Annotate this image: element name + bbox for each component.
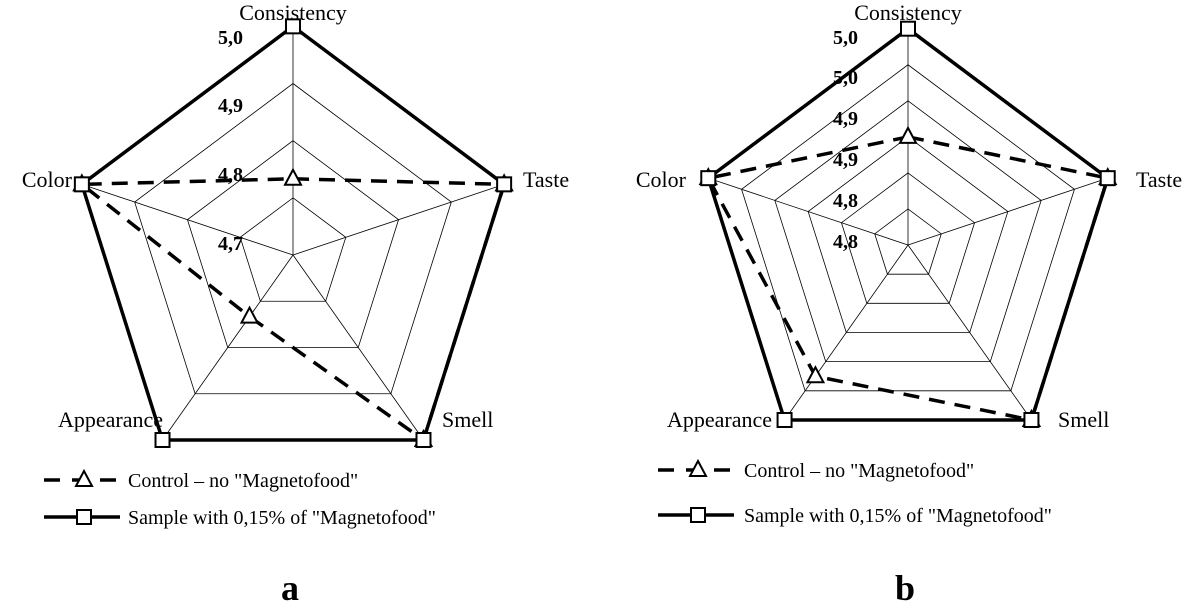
legend-label: Control – no "Magnetofood" bbox=[744, 460, 974, 482]
axis-spoke bbox=[907, 244, 1032, 421]
axis-label-appearance: Appearance bbox=[667, 407, 772, 432]
square-marker bbox=[900, 20, 916, 37]
tick-label: 4,8 bbox=[833, 190, 858, 212]
series-line-control bbox=[76, 177, 507, 443]
tick-label: 4,7 bbox=[218, 233, 243, 255]
grid-ring bbox=[774, 100, 1042, 363]
triangle-marker bbox=[239, 305, 260, 324]
tick-label: 4,8 bbox=[218, 164, 243, 186]
axis-label-consistency: Consistency bbox=[854, 0, 962, 25]
legend-label: Control – no "Magnetofood" bbox=[128, 470, 358, 492]
square-marker bbox=[76, 509, 92, 525]
series-line-sample bbox=[79, 24, 507, 442]
legend-entry-control: Control – no "Magnetofood" bbox=[658, 458, 974, 482]
legend-label: Sample with 0,15% of "Magnetofood" bbox=[128, 507, 436, 529]
triangle-marker bbox=[898, 125, 918, 144]
axis-label-appearance: Appearance bbox=[58, 407, 163, 432]
legend-entry-sample: Sample with 0,15% of "Magnetofood" bbox=[44, 507, 436, 529]
tick-label: 4,9 bbox=[833, 108, 858, 130]
square-marker bbox=[700, 170, 717, 187]
panel-label: a bbox=[281, 568, 299, 608]
triangle-marker bbox=[283, 167, 303, 186]
triangle-marker bbox=[688, 458, 708, 477]
square-marker bbox=[1023, 411, 1040, 428]
legend-label: Sample with 0,15% of "Magnetofood" bbox=[744, 505, 1052, 527]
series-line-control bbox=[705, 135, 1110, 423]
tick-label: 5,0 bbox=[833, 27, 858, 49]
legend-entry-sample: Sample with 0,15% of "Magnetofood" bbox=[658, 505, 1052, 527]
grid-ring bbox=[807, 136, 1009, 333]
tick-label: 5,0 bbox=[833, 67, 858, 89]
axis-spoke bbox=[708, 177, 909, 246]
square-marker bbox=[73, 176, 90, 193]
square-marker bbox=[415, 431, 432, 448]
tick-label: 4,9 bbox=[218, 95, 243, 117]
square-marker bbox=[776, 411, 793, 428]
axis-label-taste: Taste bbox=[1136, 167, 1182, 192]
triangle-marker bbox=[805, 365, 826, 384]
triangle-marker bbox=[74, 468, 94, 487]
square-marker bbox=[1099, 170, 1116, 187]
axis-label-consistency: Consistency bbox=[239, 0, 347, 25]
square-marker bbox=[154, 431, 171, 448]
grid-ring bbox=[840, 172, 976, 304]
grid-ring bbox=[874, 208, 942, 275]
square-marker bbox=[690, 507, 706, 523]
axis-label-color: Color bbox=[22, 167, 73, 192]
axis-spoke bbox=[292, 183, 505, 256]
axis-spoke bbox=[81, 183, 294, 256]
series-line-sample bbox=[706, 26, 1110, 422]
axis-spoke bbox=[784, 244, 909, 421]
axis-spoke bbox=[292, 254, 424, 441]
axis-spoke bbox=[907, 177, 1108, 246]
square-marker bbox=[496, 176, 513, 193]
square-marker bbox=[285, 18, 301, 35]
grid-ring bbox=[239, 197, 347, 302]
axis-label-color: Color bbox=[636, 167, 687, 192]
grid-ring bbox=[741, 64, 1075, 392]
legend-entry-control: Control – no "Magnetofood" bbox=[44, 468, 358, 492]
axis-label-taste: Taste bbox=[523, 167, 569, 192]
tick-label: 4,8 bbox=[833, 231, 858, 253]
axis-label-smell: Smell bbox=[1058, 407, 1109, 432]
axis-spoke bbox=[162, 254, 294, 441]
tick-label: 4,9 bbox=[833, 149, 858, 171]
panel-label: b bbox=[895, 568, 915, 608]
axis-label-smell: Smell bbox=[442, 407, 493, 432]
tick-label: 5,0 bbox=[218, 27, 243, 49]
